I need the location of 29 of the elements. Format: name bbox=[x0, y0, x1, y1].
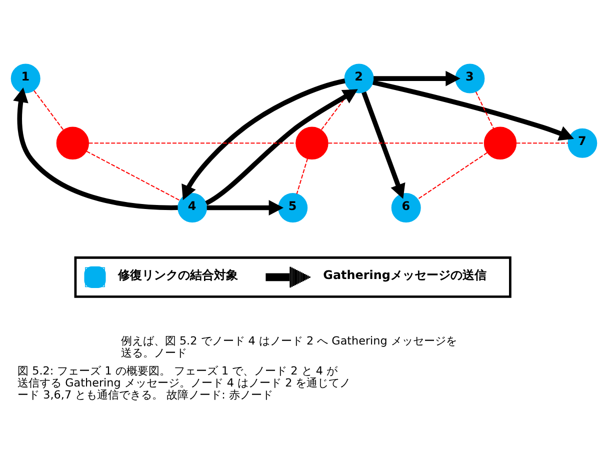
caption: 図 5.2: フェーズ 1 の概要図。 フェーズ 1 で、ノード 2 と 4 が送信する Gathering メッセージ。ノード 4 はノード 2 を通じてノード 3,6,7 とも通信できる。 故障ノード: 赤ノード bbox=[18, 364, 351, 402]
connector bbox=[418, 152, 488, 200]
arrow bbox=[206, 200, 284, 215]
connector bbox=[516, 142, 568, 144]
connector bbox=[34, 90, 64, 130]
arrow bbox=[182, 78, 346, 200]
label: 例えば、図 5.2 でノード 4 はノード 2 へ Gathering メッセージを送る。ノード bbox=[120, 334, 457, 359]
node-circle bbox=[56, 126, 90, 160]
connector bbox=[475, 91, 494, 128]
arrow bbox=[374, 70, 460, 86]
node-circle: 5 bbox=[278, 192, 308, 222]
arrow bbox=[372, 80, 574, 140]
legend-label: Gatheringメッセージの送信 bbox=[323, 268, 486, 282]
node-circle bbox=[296, 126, 328, 160]
connector bbox=[88, 142, 296, 144]
arrow bbox=[205, 88, 358, 205]
node-circle: 6 bbox=[391, 192, 421, 222]
arrow bbox=[13, 86, 178, 210]
node-circle: 2 bbox=[344, 63, 374, 93]
connector bbox=[328, 142, 484, 144]
node-circle: 4 bbox=[178, 192, 208, 222]
node-circle bbox=[484, 126, 517, 160]
legend-label: 修復リンクの結合対象 bbox=[118, 268, 238, 282]
connector bbox=[296, 158, 308, 194]
node-circle: 1 bbox=[10, 63, 40, 93]
arrow bbox=[362, 90, 406, 198]
connector bbox=[86, 150, 180, 200]
node-circle: 3 bbox=[455, 63, 485, 93]
node-circle: 7 bbox=[568, 128, 598, 158]
